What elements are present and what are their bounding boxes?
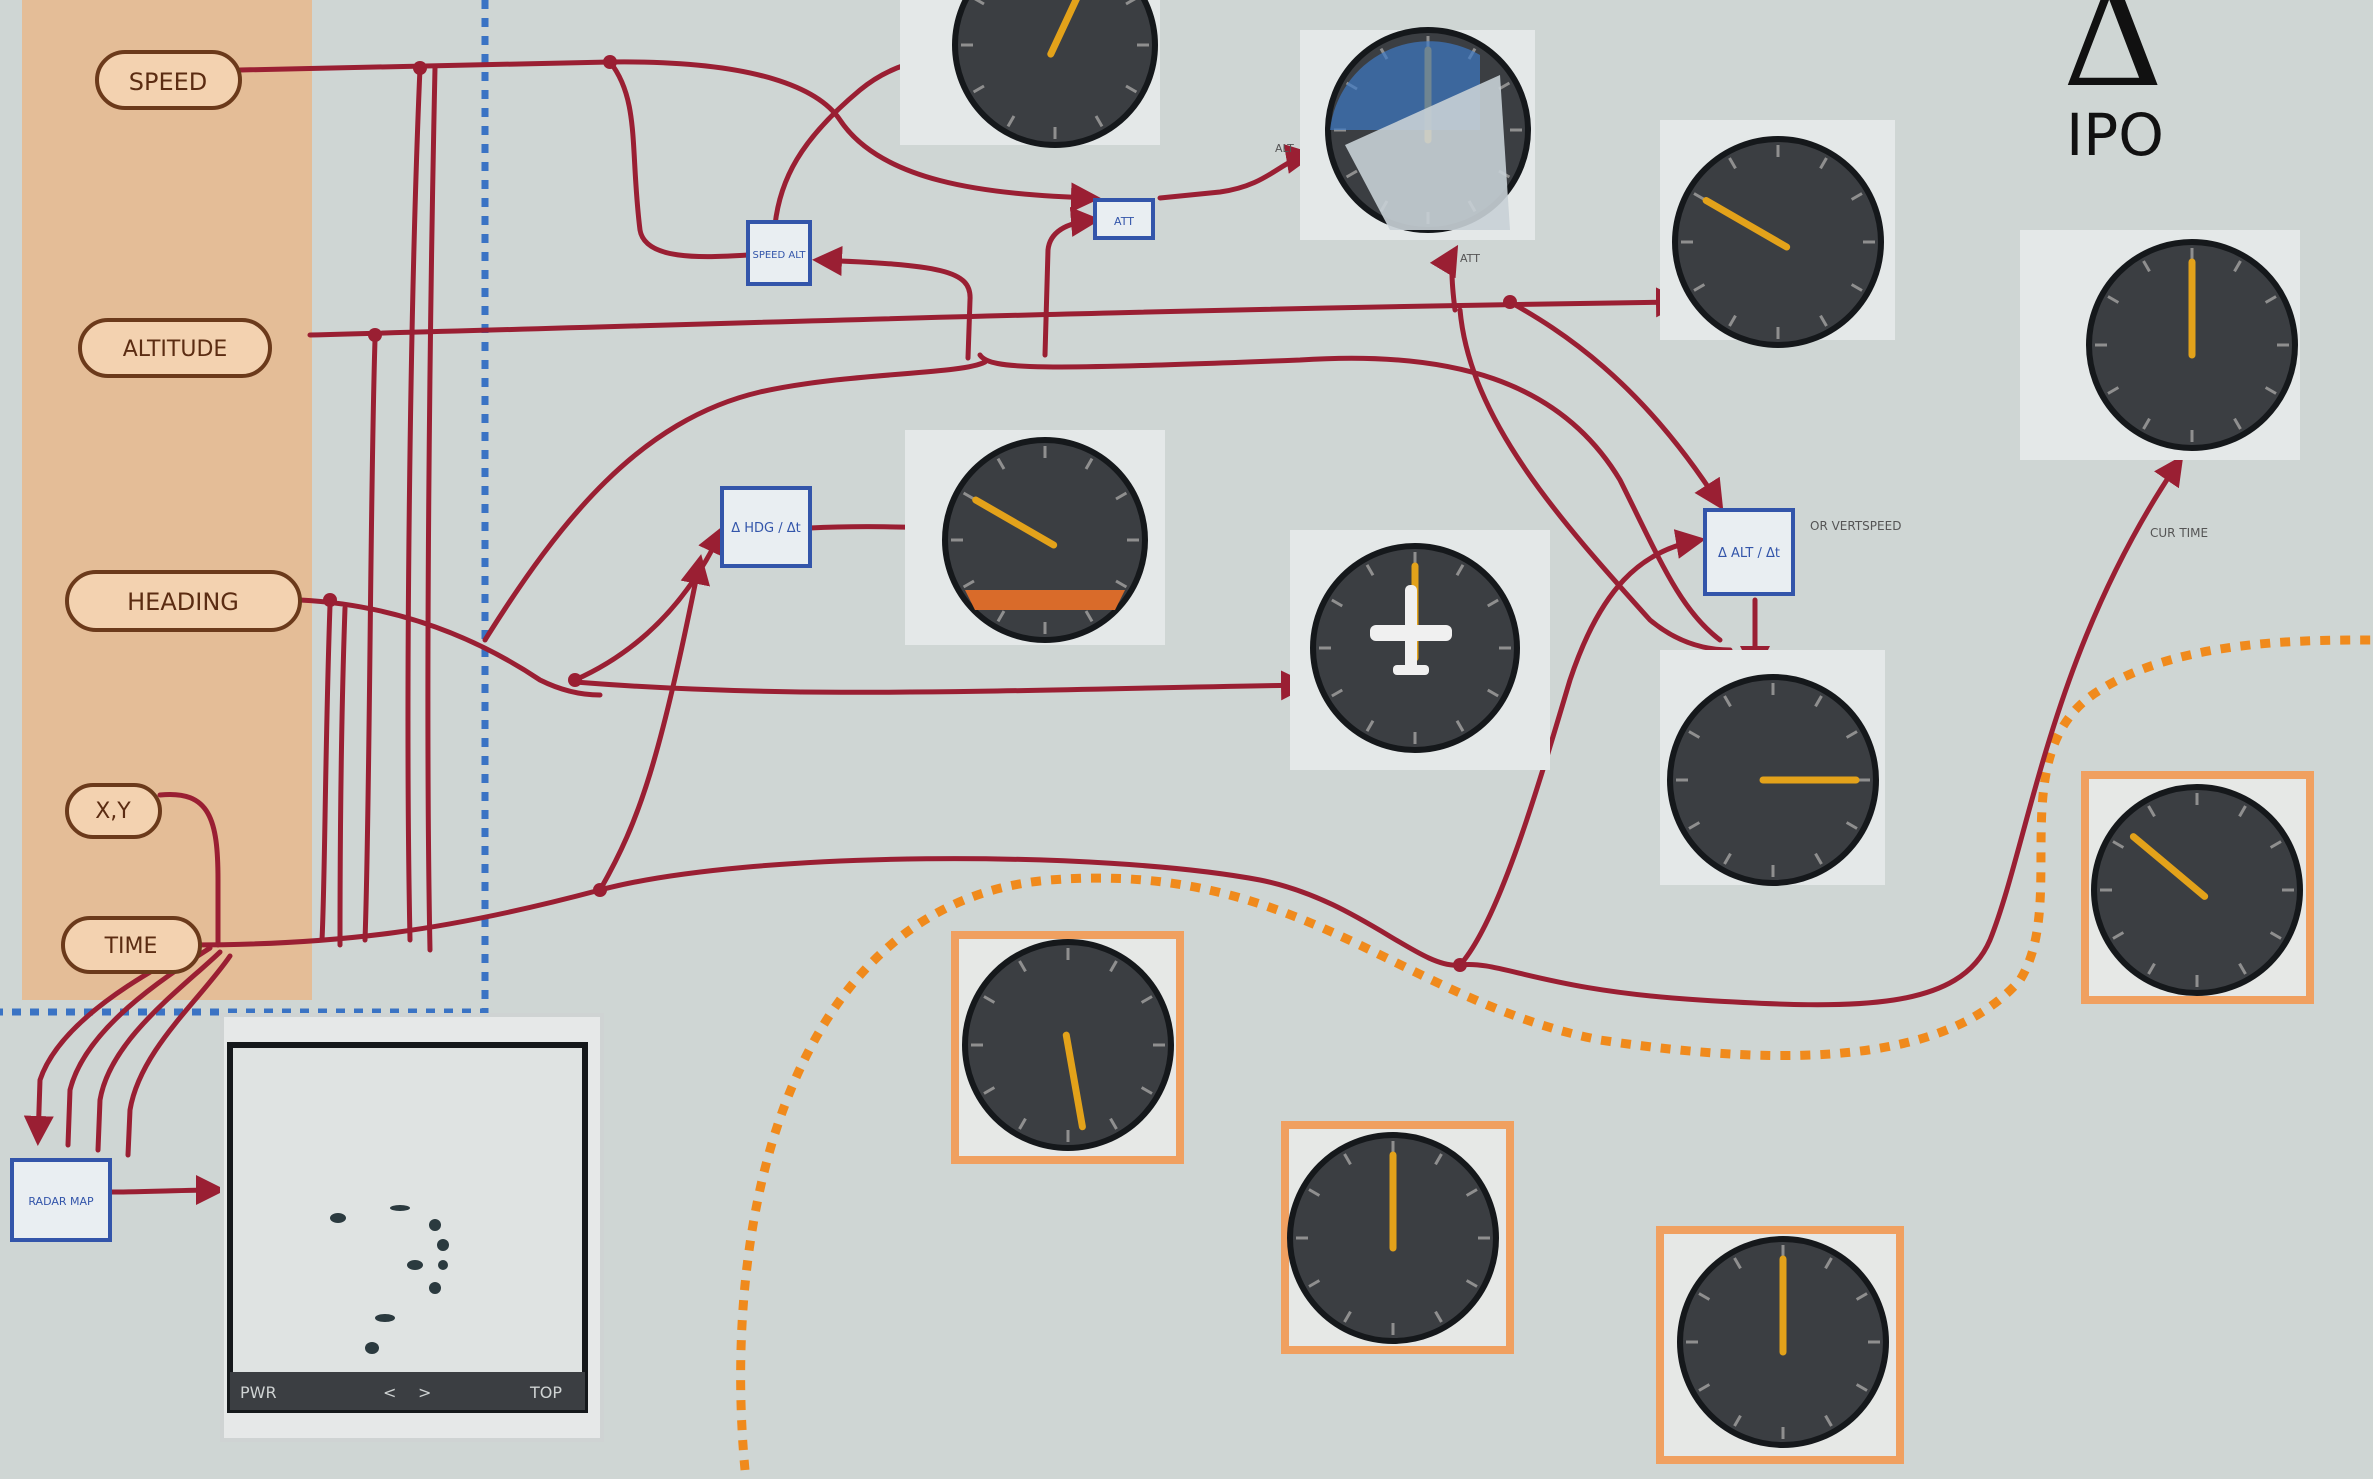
clock-note: CUR TIME	[2150, 526, 2208, 540]
radar-next-label[interactable]: >	[418, 1383, 431, 1402]
input-altitude[interactable]: ALTITUDE	[80, 320, 270, 376]
radar-prev-label[interactable]: <	[383, 1383, 396, 1402]
radar-display: PWR < > TOP	[222, 1015, 602, 1440]
process-radar-map[interactable]: RADAR MAP	[12, 1160, 110, 1240]
process-delta-heading[interactable]: Δ HDG / Δt	[722, 488, 810, 566]
radar-pwr-label[interactable]: PWR	[240, 1383, 277, 1402]
process-delta-altitude-label: Δ ALT / Δt	[1718, 546, 1780, 561]
output-gauge-right	[2094, 787, 2300, 993]
input-heading-label: HEADING	[127, 588, 239, 616]
process-speed-attitude[interactable]: ATT	[1095, 200, 1153, 238]
input-zone	[22, 0, 312, 1000]
input-time[interactable]: TIME	[63, 918, 200, 972]
input-altitude-label: ALTITUDE	[123, 337, 228, 362]
attitude-up-note: ATT	[1460, 252, 1480, 265]
input-xy[interactable]: X,Y	[67, 785, 160, 837]
output-gauge-bottom-1	[965, 942, 1171, 1148]
process-delta-altitude[interactable]: Δ ALT / Δt	[1705, 510, 1793, 594]
output-gauge-bottom-3	[1680, 1239, 1886, 1445]
input-heading[interactable]: HEADING	[67, 572, 300, 630]
process-speed-altitude[interactable]: SPEED ALT	[748, 222, 810, 284]
process-radar-map-label: RADAR MAP	[28, 1195, 94, 1208]
input-xy-label: X,Y	[95, 799, 131, 824]
logo-text: IPO	[2066, 101, 2164, 169]
process-delta-heading-label: Δ HDG / Δt	[731, 521, 801, 536]
clock-gauge	[2089, 242, 2295, 448]
process-speed-altitude-label: SPEED ALT	[752, 250, 806, 261]
output-gauge-bottom-2	[1290, 1135, 1496, 1341]
vertical-speed-gauge	[1670, 677, 1876, 883]
turn-coordinator-strip	[965, 590, 1125, 610]
delta-alt-note: OR VERTSPEED	[1810, 519, 1901, 533]
input-time-label: TIME	[104, 934, 158, 959]
altimeter-gauge	[1675, 139, 1881, 345]
attitude-in-note: ALT	[1275, 142, 1294, 155]
input-speed-label: SPEED	[129, 68, 208, 96]
ipo-logo: Δ IPO	[2062, 0, 2163, 169]
input-speed[interactable]: SPEED	[97, 52, 240, 108]
radar-top-label[interactable]: TOP	[529, 1383, 562, 1402]
process-speed-attitude-label: ATT	[1114, 215, 1134, 228]
